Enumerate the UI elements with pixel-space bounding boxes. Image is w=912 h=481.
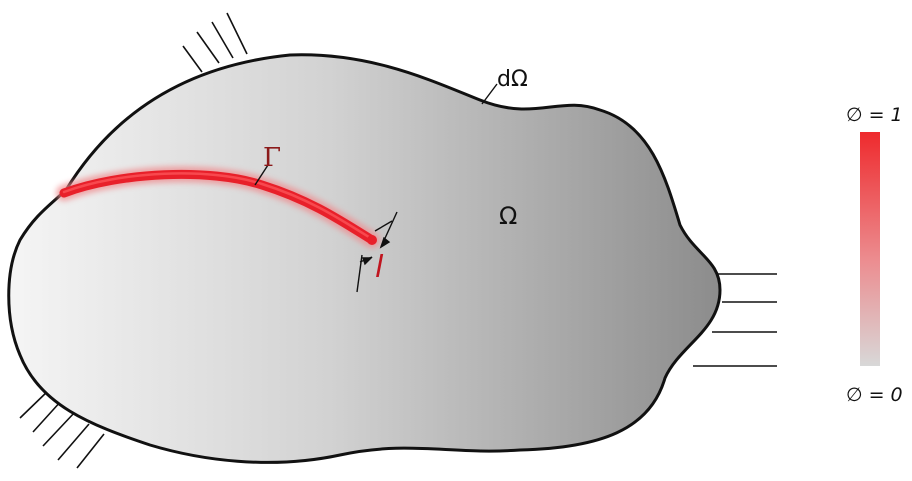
length-scale-label: l	[375, 250, 384, 285]
support-bottom-left	[19, 388, 105, 469]
domain-label: Ω	[499, 202, 517, 230]
boundary-leader-line	[481, 83, 498, 105]
boundary-label: dΩ	[497, 67, 528, 92]
length-scale-marker	[356, 211, 398, 293]
phase-colorbar	[860, 132, 880, 366]
crack-leader-line	[254, 164, 269, 186]
crack-label: Γ	[263, 143, 281, 173]
colorbar-max-label: ∅ = 1	[846, 104, 903, 126]
support-right	[693, 273, 777, 367]
colorbar-min-label: ∅ = 0	[846, 384, 903, 406]
support-top-left	[182, 12, 248, 73]
